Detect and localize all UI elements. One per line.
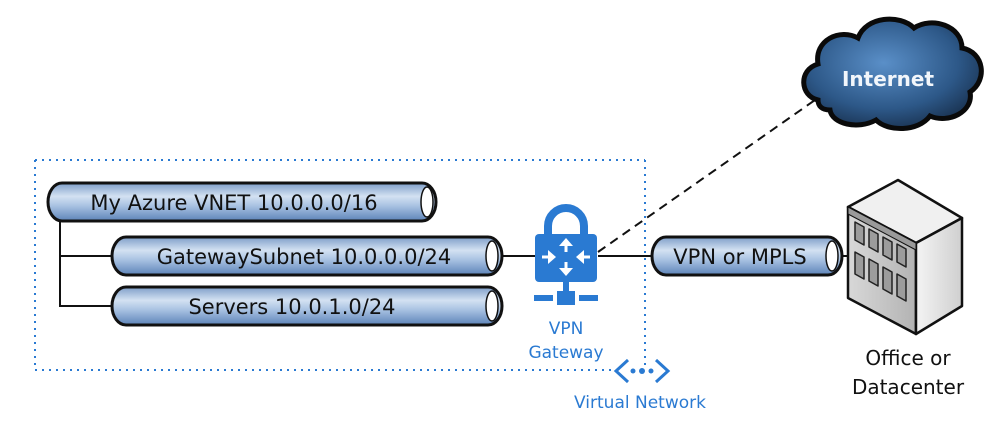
internet[interactable]: Internet	[801, 16, 984, 132]
office[interactable]: Office or Datacenter	[846, 178, 965, 399]
pipe-end-cap	[420, 186, 434, 218]
connection-label: VPN or MPLS	[673, 245, 806, 269]
internet-link	[597, 99, 816, 253]
virtual-network-icon	[613, 358, 671, 384]
connection-pipe[interactable]: VPN or MPLS	[650, 235, 844, 277]
vpn-gateway-lock-icon	[534, 204, 598, 305]
office-label-line1: Office or	[865, 346, 951, 370]
pipe-end-cap	[485, 240, 499, 272]
gateway-subnet-pipe[interactable]: GatewaySubnet 10.0.0.0/24	[110, 235, 504, 277]
virtual-network-boundary	[34, 159, 646, 371]
pipe-end-cap	[485, 290, 499, 322]
virtual-network-label: Virtual Network	[574, 393, 706, 413]
subnet-connector	[59, 218, 112, 307]
office-label-line2: Datacenter	[852, 375, 965, 399]
internet-label: Internet	[842, 67, 934, 91]
vpn-gateway-label-line2: Gateway	[528, 343, 603, 363]
vpn-gateway-label-line1: VPN	[549, 319, 584, 339]
building-icon	[846, 178, 964, 336]
vpn-gateway[interactable]: VPN Gateway	[528, 204, 604, 363]
servers-subnet-label: Servers 10.0.1.0/24	[188, 295, 395, 319]
vnet-label: My Azure VNET 10.0.0.0/16	[90, 191, 377, 215]
virtual-network[interactable]: Virtual Network	[574, 358, 706, 413]
servers-subnet-pipe[interactable]: Servers 10.0.1.0/24	[110, 285, 504, 327]
gateway-subnet-label: GatewaySubnet 10.0.0.0/24	[157, 245, 452, 269]
pipe-end-cap	[825, 240, 839, 272]
cloud-icon	[801, 16, 984, 132]
vnet-pipe[interactable]: My Azure VNET 10.0.0.0/16	[46, 181, 438, 223]
